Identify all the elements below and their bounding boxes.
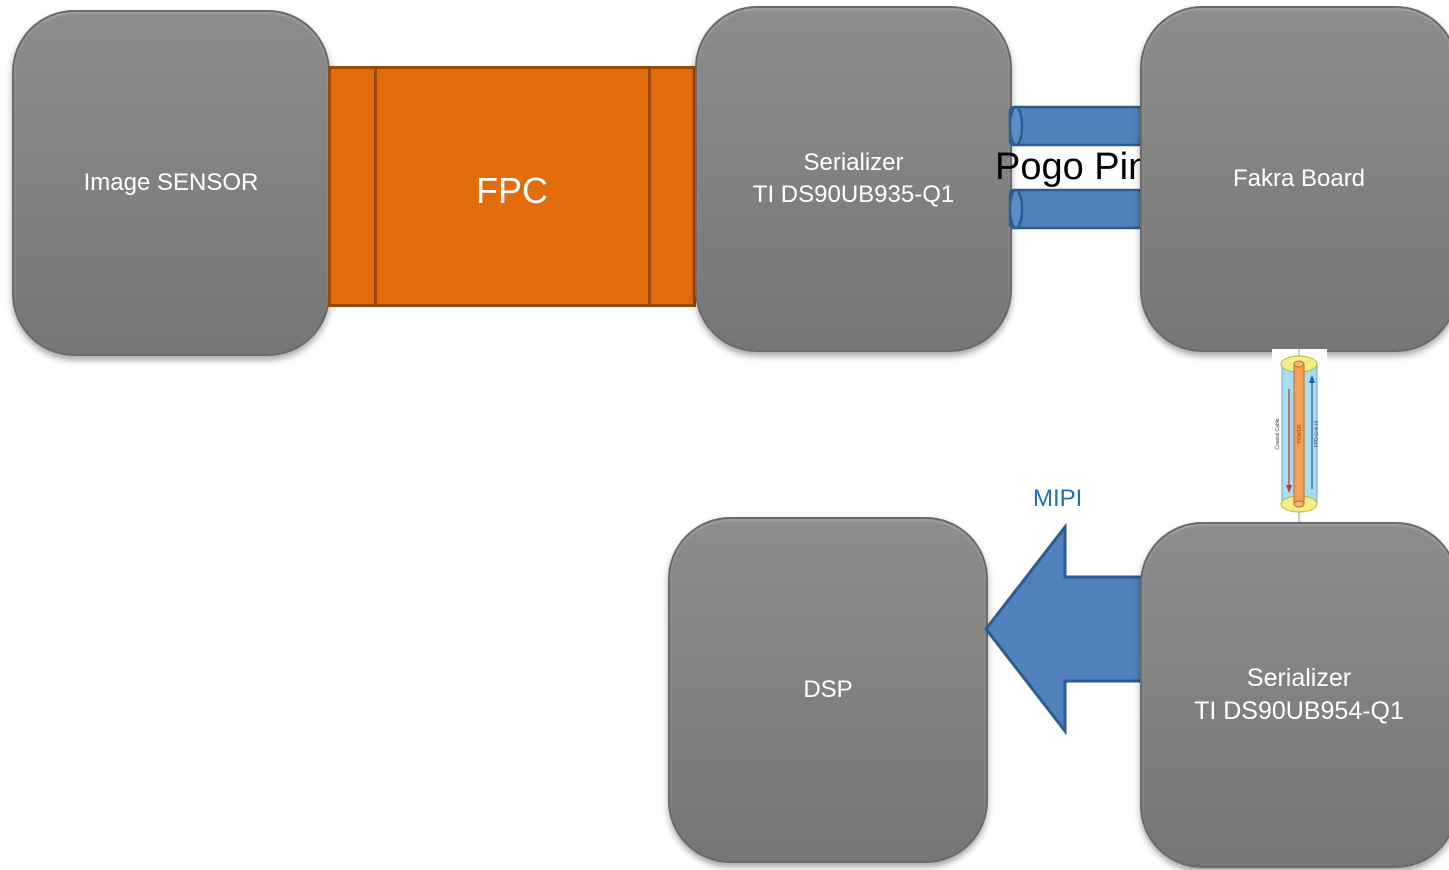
serializer-935-part: TI DS90UB935-Q1	[752, 181, 955, 208]
serializer-935-block: Serializer TI DS90UB935-Q1	[695, 6, 1012, 352]
fpc-divider-right	[648, 69, 651, 304]
dsp-label: DSP	[803, 676, 853, 703]
serializer-954-title: Serializer	[1246, 664, 1352, 692]
fakra-board-label: Fakra Board	[1232, 165, 1366, 192]
coaxial-cable: Coaxial Cable POWER FPD-Link III	[1272, 349, 1327, 524]
mipi-arrow	[984, 523, 1145, 735]
serializer-954-block: Serializer TI DS90UB954-Q1	[1140, 522, 1449, 868]
fpc-connector: FPC	[328, 66, 696, 307]
fakra-board-block: Fakra Board	[1140, 6, 1449, 352]
coax-power-label: POWER	[1297, 424, 1303, 443]
pogo-pin-connector	[1008, 105, 1144, 230]
coax-title: Coaxial Cable	[1275, 418, 1281, 449]
dsp-block: DSP	[668, 517, 988, 863]
coax-link-label: FPD-Link III	[1314, 421, 1320, 447]
pogo-pin-top	[1008, 105, 1144, 147]
image-sensor-label: Image SENSOR	[83, 169, 259, 196]
fpc-divider-left	[374, 69, 377, 304]
pogo-pin-bottom	[1008, 188, 1144, 230]
pogo-pin-label: Pogo Pin	[995, 146, 1150, 188]
mipi-label: MIPI	[1033, 485, 1083, 512]
serializer-954-part: TI DS90UB954-Q1	[1194, 697, 1404, 725]
image-sensor-block: Image SENSOR	[12, 10, 330, 356]
fpc-label: FPC	[476, 170, 548, 211]
serializer-935-title: Serializer	[803, 149, 904, 176]
